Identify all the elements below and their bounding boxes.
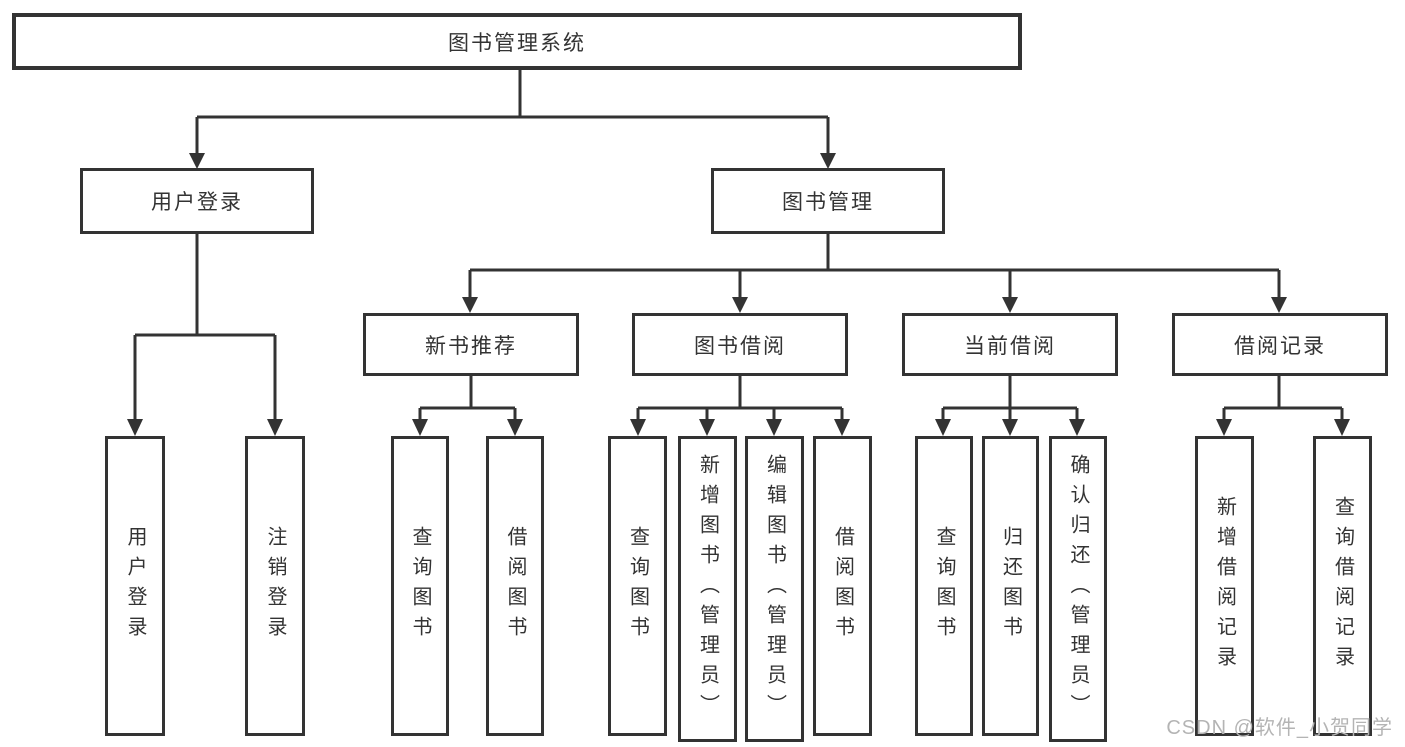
leaf-user-login-label: 用户登录 <box>124 526 146 646</box>
leaf-confirm-return-admin: 确认归还（管理员） <box>1049 436 1107 742</box>
leaf-query-books-current: 查询图书 <box>915 436 973 736</box>
node-borrow-records: 借阅记录 <box>1172 313 1388 376</box>
leaf-borrow-books-recommend: 借阅图书 <box>486 436 544 736</box>
leaf-add-book-admin: 新增图书（管理员） <box>678 436 737 742</box>
node-book-management: 图书管理 <box>711 168 945 234</box>
leaf-edit-book-admin: 编辑图书（管理员） <box>745 436 804 742</box>
leaf-return-book-label: 归还图书 <box>999 526 1022 646</box>
arrow-shafts <box>133 117 1344 420</box>
leaf-query-books-recommend-label: 查询图书 <box>409 526 431 646</box>
node-new-book-recommend: 新书推荐 <box>363 313 579 376</box>
leaf-logout-label: 注销登录 <box>264 526 286 646</box>
watermark: CSDN @软件_小贺同学 <box>1166 717 1393 739</box>
branch-lines <box>135 70 1342 410</box>
node-user-login: 用户登录 <box>80 168 314 234</box>
node-current-borrow-label: 当前借阅 <box>964 334 1056 358</box>
node-book-borrow-label: 图书借阅 <box>694 334 786 358</box>
leaf-logout: 注销登录 <box>245 436 305 736</box>
leaf-query-books-borrow-label: 查询图书 <box>626 526 649 646</box>
leaf-borrow-books-borrow: 借阅图书 <box>813 436 872 736</box>
leaf-borrow-books-recommend-label: 借阅图书 <box>504 526 526 646</box>
node-book-borrow: 图书借阅 <box>632 313 848 376</box>
leaf-query-borrow-record: 查询借阅记录 <box>1313 436 1372 736</box>
leaf-query-borrow-record-label: 查询借阅记录 <box>1331 496 1354 676</box>
node-new-book-recommend-label: 新书推荐 <box>425 334 517 358</box>
leaf-add-borrow-record-label: 新增借阅记录 <box>1213 496 1236 676</box>
node-root: 图书管理系统 <box>12 13 1022 70</box>
node-borrow-records-label: 借阅记录 <box>1234 334 1326 358</box>
leaf-return-book: 归还图书 <box>982 436 1039 736</box>
leaf-borrow-books-borrow-label: 借阅图书 <box>831 526 854 646</box>
node-user-login-label: 用户登录 <box>151 191 243 214</box>
leaf-confirm-return-admin-label: 确认归还（管理员） <box>1067 454 1089 724</box>
arrowheads <box>127 153 1350 436</box>
leaf-query-books-borrow: 查询图书 <box>608 436 667 736</box>
leaf-query-books-recommend: 查询图书 <box>391 436 449 736</box>
leaf-add-borrow-record: 新增借阅记录 <box>1195 436 1254 736</box>
node-current-borrow: 当前借阅 <box>902 313 1118 376</box>
node-book-management-label: 图书管理 <box>782 191 874 214</box>
leaf-edit-book-admin-label: 编辑图书（管理员） <box>763 454 786 724</box>
leaf-add-book-admin-label: 新增图书（管理员） <box>696 454 719 724</box>
leaf-query-books-current-label: 查询图书 <box>933 526 955 646</box>
node-root-label: 图书管理系统 <box>448 31 586 55</box>
leaf-user-login: 用户登录 <box>105 436 165 736</box>
